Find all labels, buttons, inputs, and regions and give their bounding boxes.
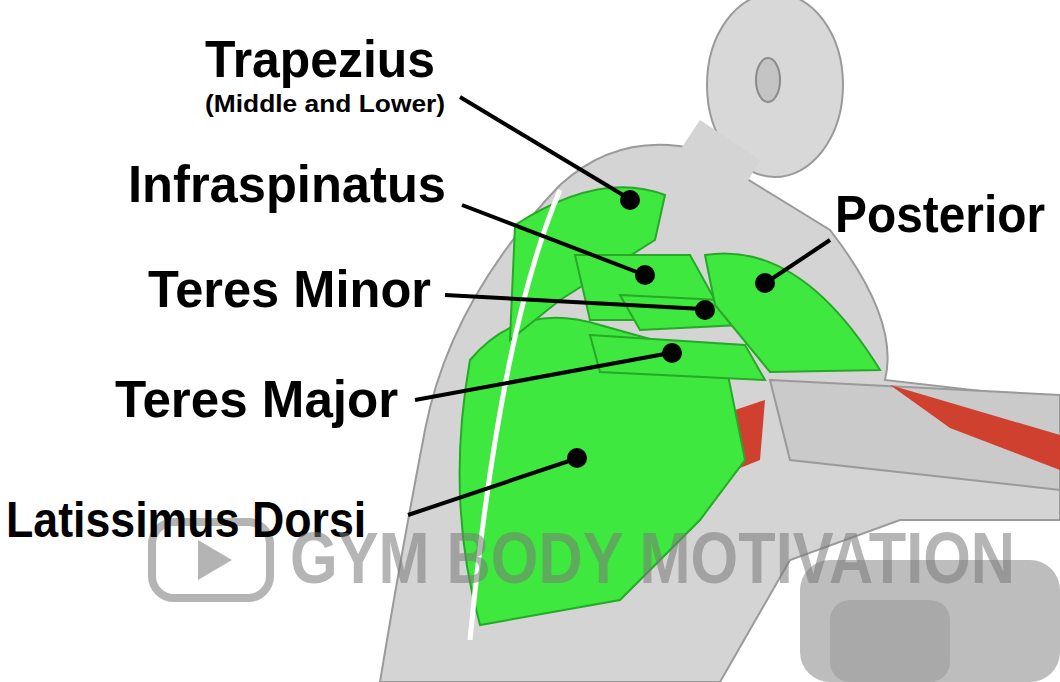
forearm-muscle (890, 385, 1060, 470)
muscle-label: Posterior (835, 188, 1045, 240)
muscle-label: Trapezius (205, 33, 435, 85)
muscle-label: Teres Major (115, 373, 398, 425)
leader-line (415, 353, 670, 400)
muscle-label: Teres Minor (148, 263, 431, 315)
leader-lines (408, 97, 830, 515)
neck (650, 120, 760, 230)
play-triangle (198, 540, 232, 580)
leader-dot (567, 448, 587, 468)
leader-dot (695, 300, 715, 320)
leader-dot (620, 190, 640, 210)
muscle-label: Infraspinatus (128, 158, 446, 210)
arm (770, 380, 1060, 490)
bench-pad (830, 600, 950, 682)
leader-dot (635, 265, 655, 285)
posterior-deltoid (705, 253, 880, 372)
leader-line (445, 295, 703, 309)
leader-line (460, 97, 628, 198)
leader-dots (567, 190, 775, 468)
ear (756, 58, 780, 102)
leader-dot (662, 343, 682, 363)
teres-major (590, 335, 765, 380)
leader-dot (755, 273, 775, 293)
watermark: GYM BODY MOTIVATION (290, 522, 1015, 594)
leader-line (408, 459, 575, 515)
leader-line (462, 205, 642, 274)
muscle-label: (Middle and Lower) (205, 92, 445, 116)
leader-line (767, 240, 830, 282)
